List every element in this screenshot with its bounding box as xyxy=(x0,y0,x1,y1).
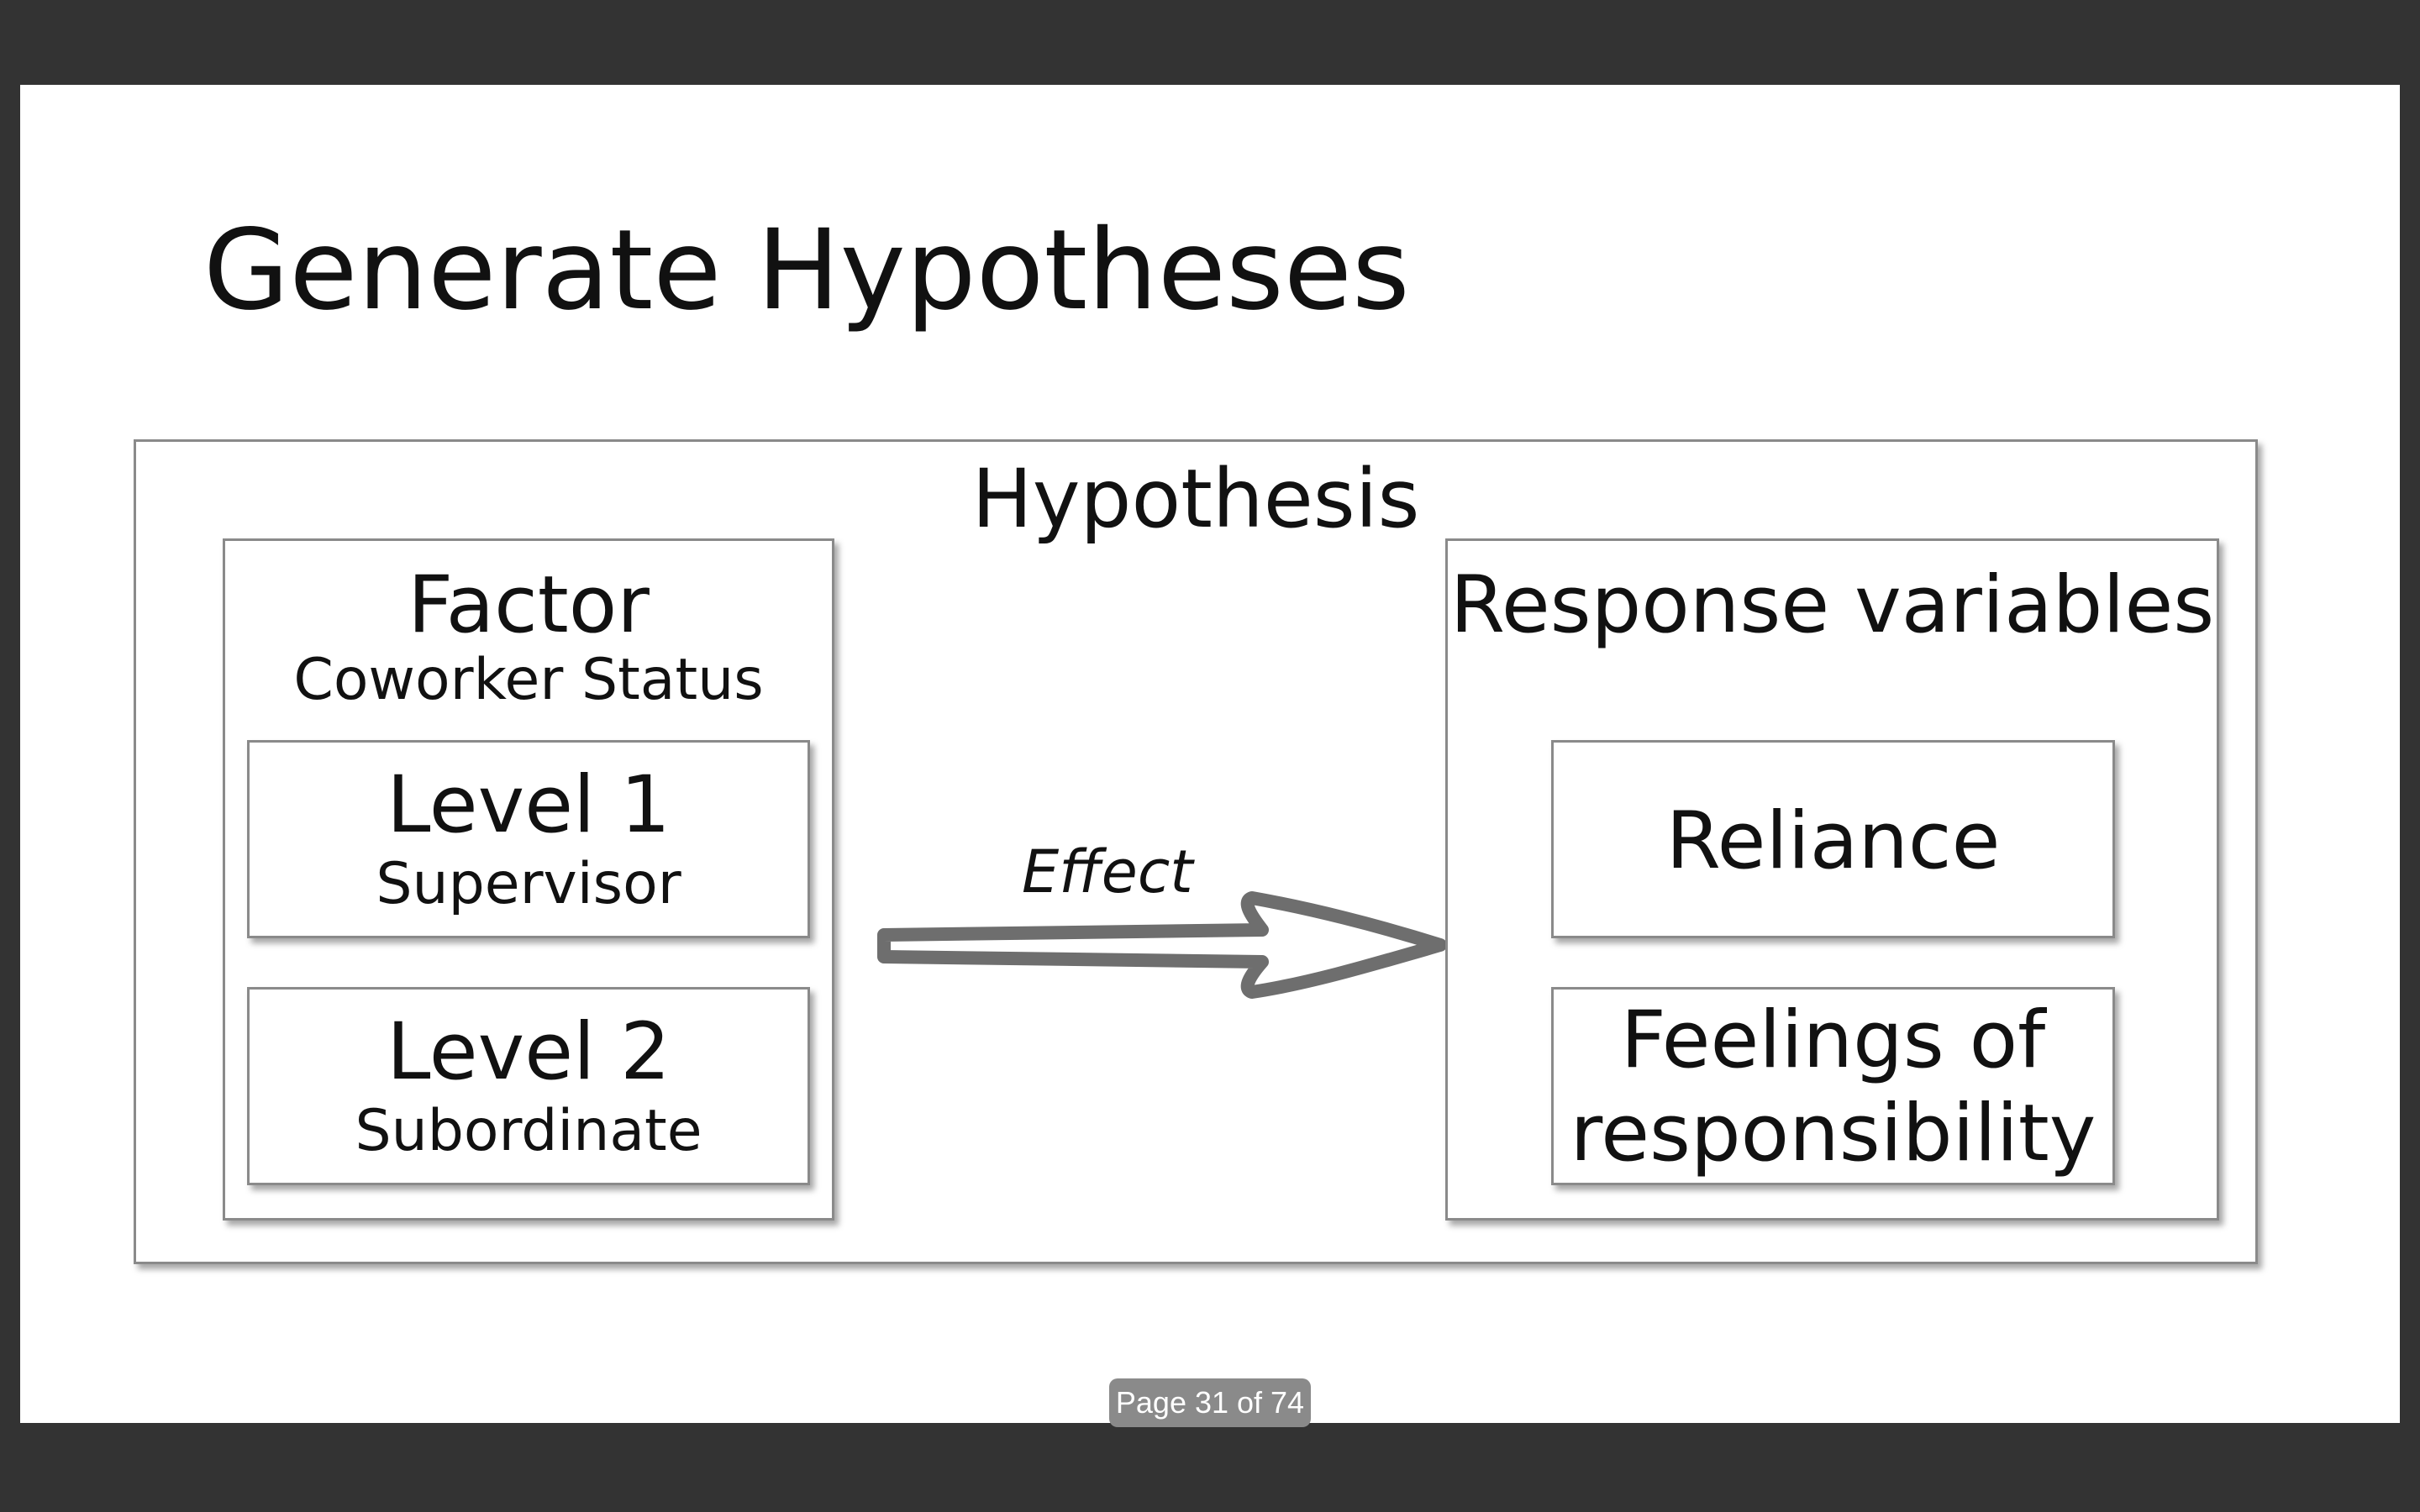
factor-title: Factor xyxy=(408,559,650,651)
level-1-subtitle: Supervisor xyxy=(376,851,681,917)
level-1-box: Level 1 Supervisor xyxy=(247,740,810,938)
level-1-title: Level 1 xyxy=(387,759,671,851)
level-2-subtitle: Subordinate xyxy=(355,1098,702,1164)
feelings-line-2: responsibility xyxy=(1570,1088,2096,1179)
page-indicator: Page 31 of 74 xyxy=(1109,1378,1311,1427)
feelings-of-responsibility-box: Feelings of responsibility xyxy=(1551,987,2115,1185)
factor-subtitle: Coworker Status xyxy=(293,647,764,713)
response-title: Response variables xyxy=(1449,559,2215,651)
effect-label: Effect xyxy=(1022,837,1193,906)
effect-arrow-icon xyxy=(877,891,1447,999)
slide-title: Generate Hypotheses xyxy=(203,206,1410,335)
reliance-label: Reliance xyxy=(1665,795,2001,887)
level-2-box: Level 2 Subordinate xyxy=(247,987,810,1185)
level-2-title: Level 2 xyxy=(387,1006,671,1098)
feelings-line-1: Feelings of xyxy=(1620,995,2046,1086)
reliance-box: Reliance xyxy=(1551,740,2115,938)
hypothesis-heading: Hypothesis xyxy=(971,452,1420,546)
slide-page: Generate Hypotheses Hypothesis Factor Co… xyxy=(20,85,2400,1423)
